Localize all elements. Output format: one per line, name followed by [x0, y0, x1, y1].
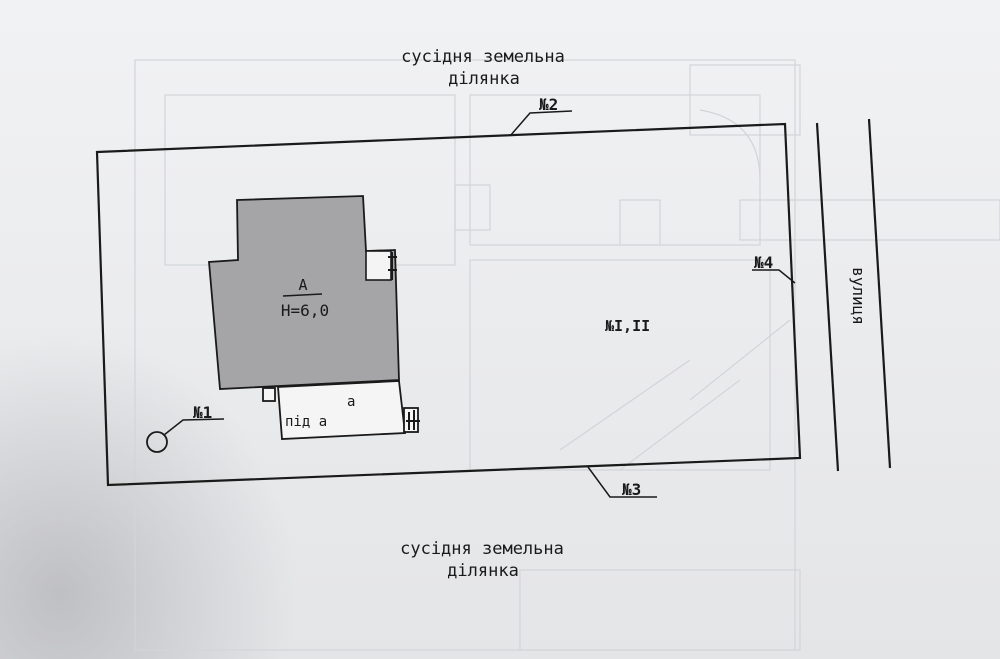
- building-height: Н=6,0: [281, 301, 329, 320]
- neighbor-bottom-line2: ділянка: [447, 561, 519, 581]
- neighbor-top-line2: ділянка: [448, 69, 520, 89]
- building-letter: А: [298, 276, 307, 294]
- point-2-label: №2: [539, 95, 558, 114]
- building-a: [208, 195, 400, 390]
- entrance-marker-top: [388, 252, 397, 280]
- entrance-marker-bottom: [406, 410, 420, 430]
- street-line-outer: [867, 118, 892, 469]
- street-label: вулиця: [849, 267, 868, 325]
- point-3-leader: [587, 466, 657, 498]
- point-3-label: №3: [622, 480, 641, 499]
- street-line-inner: [815, 122, 840, 472]
- point-4-leader: [752, 269, 796, 284]
- point-1-leader: [163, 418, 225, 436]
- point-2-leader: [509, 110, 573, 137]
- area-label: №I,II: [605, 317, 650, 335]
- porch-a: [277, 380, 407, 440]
- neighbor-bottom-line1: сусідня земельна: [400, 539, 564, 559]
- neighbor-top-line1: сусідня земельна: [401, 47, 565, 67]
- point-1-label: №1: [193, 403, 212, 422]
- porch-letter: а: [347, 394, 355, 410]
- porch-step-left: [262, 387, 276, 402]
- porch-label: під а: [285, 414, 327, 430]
- building-label-divider: [282, 293, 323, 297]
- point-4-label: №4: [754, 253, 773, 272]
- plot-boundary: [95, 122, 802, 487]
- point-1-circle: [146, 431, 168, 453]
- building-annex: [365, 250, 392, 281]
